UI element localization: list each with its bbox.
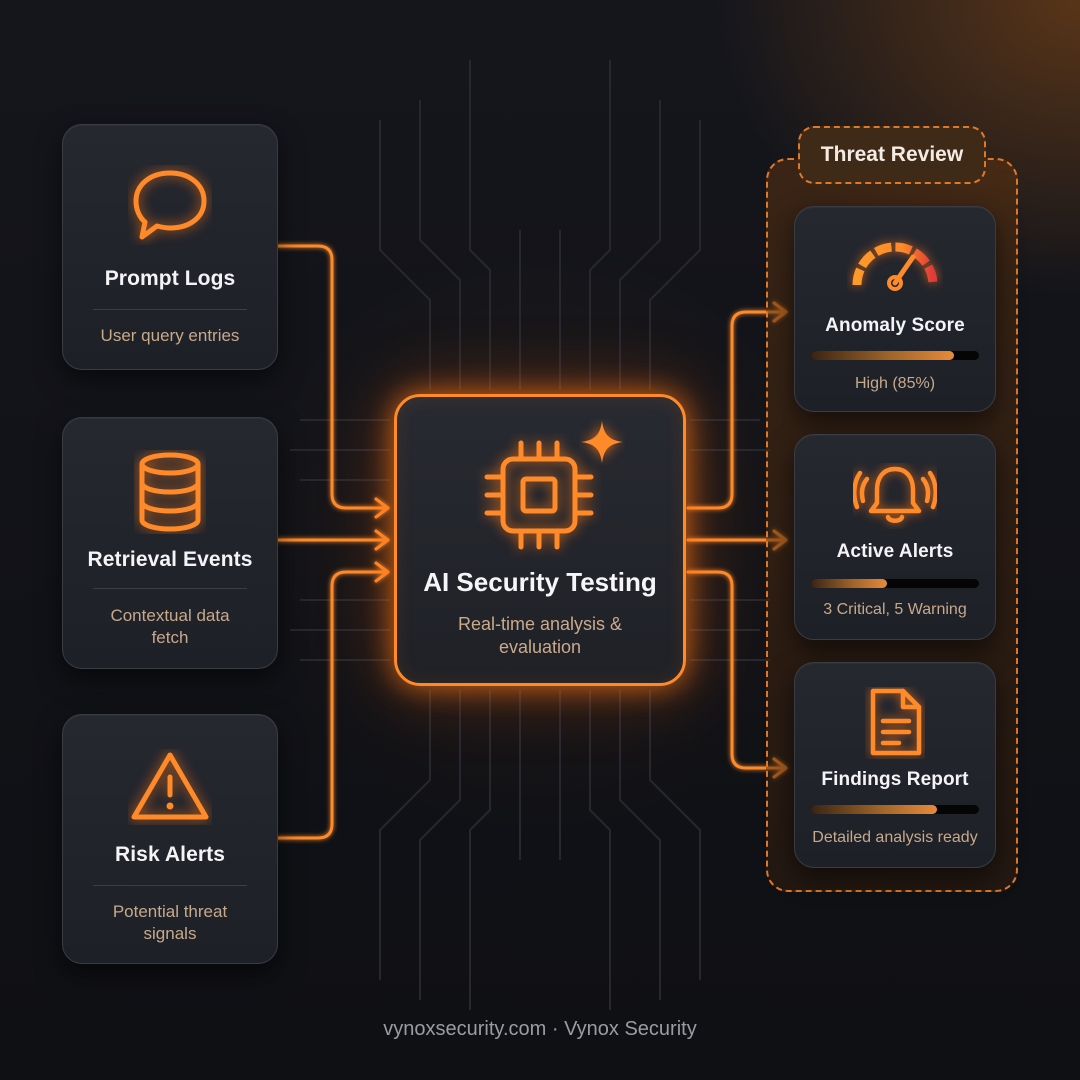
divider: [93, 588, 247, 589]
sparkle-icon: [581, 421, 623, 463]
center-title: AI Security Testing: [423, 567, 657, 597]
review-card-anomaly-score[interactable]: Anomaly Score High (85%): [794, 206, 996, 412]
input-card-prompt-logs[interactable]: Prompt Logs User query entries: [62, 124, 278, 370]
threat-review-label: Threat Review: [798, 126, 986, 184]
input-card-retrieval-events[interactable]: Retrieval Events Contextual data fetch: [62, 417, 278, 669]
progress-fill: [811, 805, 937, 814]
progress-bar: [811, 579, 979, 588]
gauge-icon: [852, 242, 938, 291]
database-icon: [139, 452, 201, 532]
input-desc: User query entries: [100, 326, 240, 345]
connector-risk-alerts: [276, 570, 390, 840]
arrowhead: [374, 497, 390, 519]
input-title: Risk Alerts: [114, 843, 226, 866]
center-desc: Real-time analysis & evaluation: [457, 614, 623, 657]
divider: [93, 885, 247, 886]
input-title: Prompt Logs: [104, 267, 236, 290]
footer-credit: vynoxsecurity.com · Vynox Security: [383, 1018, 697, 1040]
connector-findings-report: [686, 570, 788, 770]
input-desc: Contextual data fetch: [110, 606, 230, 647]
review-desc: High (85%): [854, 375, 936, 392]
warning-triangle-icon: [131, 752, 209, 820]
review-card-active-alerts[interactable]: Active Alerts 3 Critical, 5 Warning: [794, 434, 996, 640]
review-title: Anomaly Score: [825, 315, 965, 336]
arrowhead: [374, 529, 390, 551]
connector-anomaly-score: [686, 310, 788, 510]
review-card-findings-report[interactable]: Findings Report Detailed analysis ready: [794, 662, 996, 868]
document-icon: [870, 688, 922, 756]
input-desc: Potential threat signals: [112, 902, 228, 943]
progress-bar: [811, 351, 979, 360]
arrowhead: [374, 561, 390, 583]
cpu-chip-icon: [484, 440, 594, 550]
review-desc: Detailed analysis ready: [812, 829, 978, 846]
review-desc: 3 Critical, 5 Warning: [823, 601, 967, 618]
connector-prompt-logs: [276, 244, 390, 510]
input-title: Retrieval Events: [87, 548, 253, 571]
bell-icon: [853, 466, 937, 523]
center-node-ai-security-testing[interactable]: AI Security Testing Real-time analysis &…: [394, 394, 686, 686]
review-title: Active Alerts: [836, 541, 954, 562]
progress-fill: [811, 579, 887, 588]
progress-fill: [811, 351, 954, 360]
input-card-risk-alerts[interactable]: Risk Alerts Potential threat signals: [62, 714, 278, 964]
chat-bubble-icon: [133, 170, 207, 240]
review-title: Findings Report: [821, 769, 969, 790]
progress-bar: [811, 805, 979, 814]
divider: [93, 309, 247, 310]
